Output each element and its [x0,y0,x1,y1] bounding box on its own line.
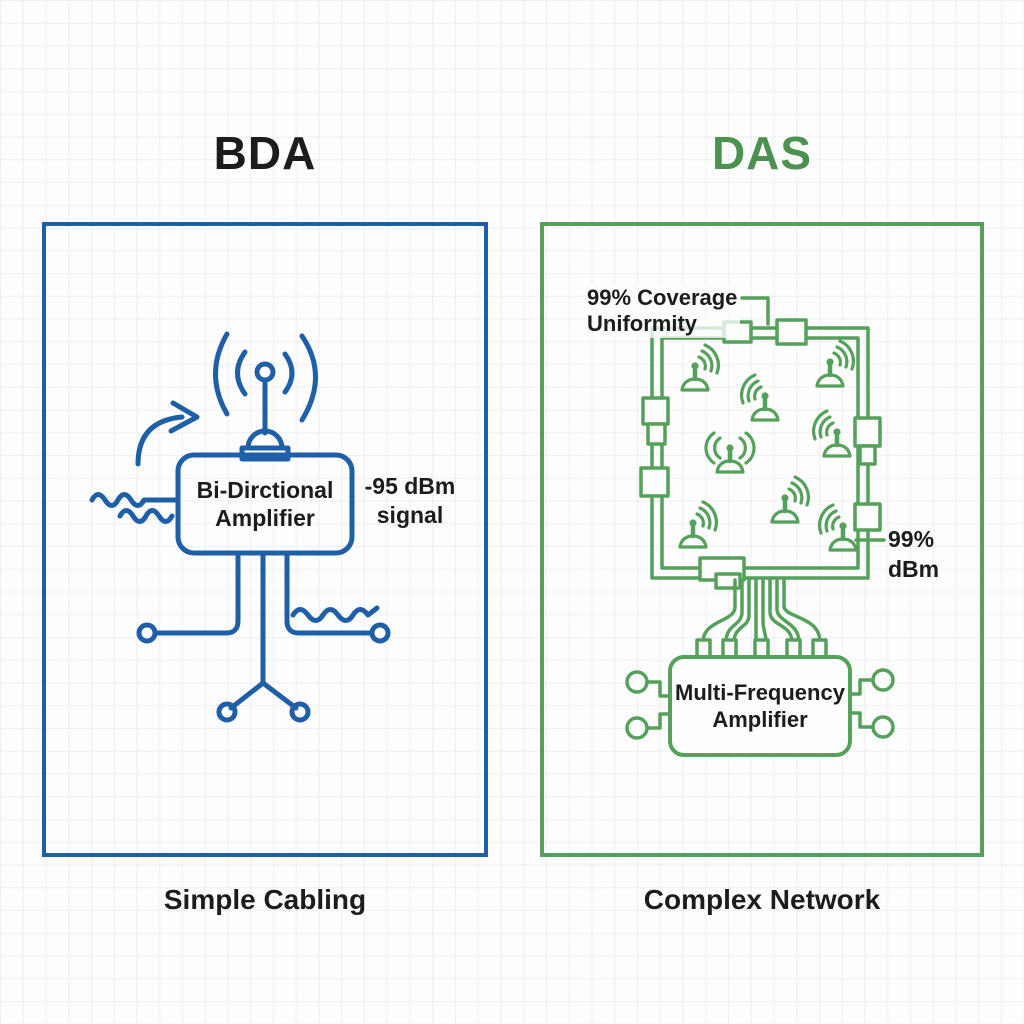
bda-diagram-art [89,331,391,723]
das-diagram-art [625,296,895,757]
bda-signal-label-line1: -95 dBm [364,473,456,499]
antenna-icon [239,361,291,462]
das-dbm-label: 99% dBm [888,524,939,584]
antenna-node-icons [680,339,856,550]
das-dbm-label-line1: 99% [888,526,935,552]
bda-amplifier-label-line2: Amplifier [215,505,315,531]
bda-caption: Simple Cabling [163,884,367,915]
das-dbm-label-line2: dBm [888,556,940,582]
bda-amplifier-label: Bi-Dirctional Amplifier [178,455,352,553]
das-coverage-label-line2: Uniformity [587,311,697,336]
das-coverage-label-line1: 99% Coverage [587,285,738,310]
signal-squiggle-icon [89,492,181,524]
bda-signal-label-line2: signal [376,502,444,528]
curved-arrow-icon [135,400,200,467]
das-title: DAS [711,127,813,179]
floor-plan [639,318,882,590]
signal-arcs-icon [213,331,318,423]
das-caption: Complex Network [643,884,881,915]
bda-panel-frame [42,222,488,857]
das-amplifier-box [668,655,852,757]
cabling-lines [136,550,391,723]
label-connector-lines [740,296,886,542]
das-panel-frame [540,222,984,857]
bda-signal-label: -95 dBm signal [352,472,468,530]
cable-fan-lines [695,578,828,659]
das-coverage-label: 99% Coverage Uniformity [584,284,741,338]
bda-amplifier-label-line1: Bi-Dirctional [196,477,334,503]
bda-title: BDA [213,127,317,179]
port-connector-icons [625,668,895,740]
das-amplifier-label: Multi-Frequency Amplifier [670,657,850,755]
das-amplifier-label-line2: Amplifier [712,707,808,732]
das-amplifier-label-line1: Multi-Frequency [675,680,845,705]
